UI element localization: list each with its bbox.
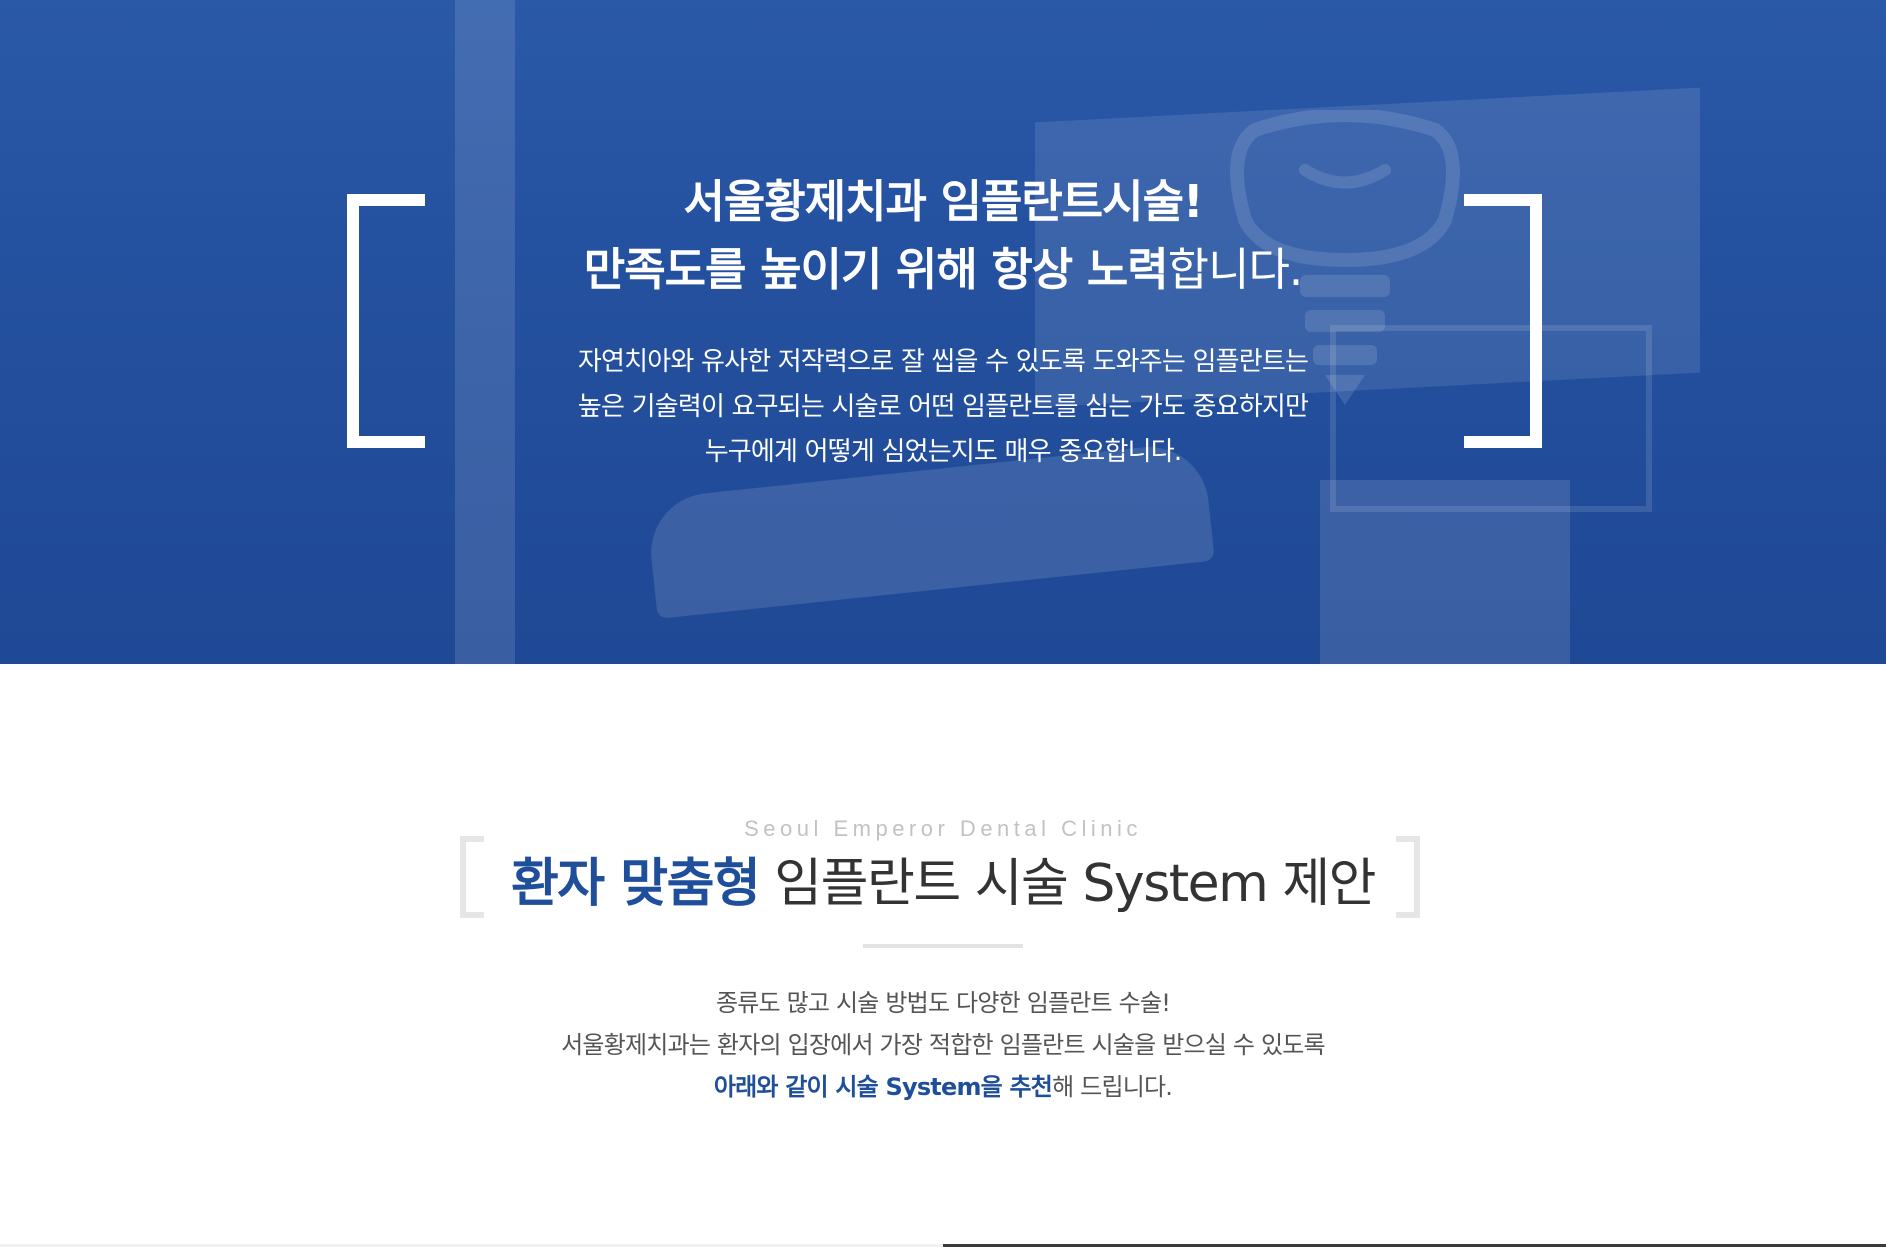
hero-description-line: 자연치아와 유사한 저작력으로 잘 씹을 수 있도록 도와주는 임플란트는 [577, 347, 1309, 377]
background-equipment-pole [455, 0, 515, 664]
hero-title-line2-light: 합니다. [1167, 243, 1304, 296]
section-body-highlight: 아래와 같이 시술 System을 추천 [713, 1073, 1053, 1101]
background-dental-unit [1320, 480, 1570, 664]
section-body-tail: 해 드립니다. [1052, 1073, 1173, 1101]
hero-title-line1: 서울황제치과 임플란트시술! [683, 175, 1204, 228]
implant-tooth-icon [1230, 110, 1460, 405]
title-right-bracket [1396, 836, 1420, 918]
hero-title-line2: 만족도를 높이기 위해 항상 노력합니다. [443, 236, 1443, 304]
hero-title-line2-bold: 만족도를 높이기 위해 항상 노력 [583, 243, 1169, 296]
title-left-bracket [460, 836, 484, 918]
hero-description: 자연치아와 유사한 저작력으로 잘 씹을 수 있도록 도와주는 임플란트는 높은… [443, 340, 1443, 475]
bottom-border-dark [943, 1244, 1886, 1247]
bottom-border-light [0, 1244, 943, 1247]
section-title: 환자 맞춤형 임플란트 시술 System 제안 [0, 852, 1886, 916]
background-monitor [1330, 325, 1652, 512]
hero-description-line: 누구에게 어떻게 심었는지도 매우 중요합니다. [704, 437, 1182, 467]
section-title-accent: 환자 맞춤형 [510, 854, 761, 914]
section-body-line: 종류도 많고 시술 방법도 다양한 임플란트 수술! [715, 989, 1171, 1017]
section-title-rest: 임플란트 시술 System 제안 [759, 854, 1376, 914]
hero-title: 서울황제치과 임플란트시술! 만족도를 높이기 위해 항상 노력합니다. [443, 168, 1443, 304]
section-body-line: 아래와 같이 시술 System을 추천해 드립니다. [0, 1066, 1886, 1108]
left-bracket [347, 194, 425, 448]
section-body: 종류도 많고 시술 방법도 다양한 임플란트 수술! 서울황제치과는 환자의 입… [0, 982, 1886, 1108]
implant-system-section: Seoul Emperor Dental Clinic 환자 맞춤형 임플란트 … [0, 664, 1886, 1247]
hero-description-line: 높은 기술력이 요구되는 시술로 어떤 임플란트를 심는 가도 중요하지만 [577, 392, 1309, 422]
hero-banner: 서울황제치과 임플란트시술! 만족도를 높이기 위해 항상 노력합니다. 자연치… [0, 0, 1886, 664]
title-divider [863, 944, 1023, 948]
right-bracket [1464, 194, 1542, 448]
section-body-line: 서울황제치과는 환자의 입장에서 가장 적합한 임플란트 시술을 받으실 수 있… [561, 1031, 1326, 1059]
section-subtitle-english: Seoul Emperor Dental Clinic [744, 816, 1142, 841]
